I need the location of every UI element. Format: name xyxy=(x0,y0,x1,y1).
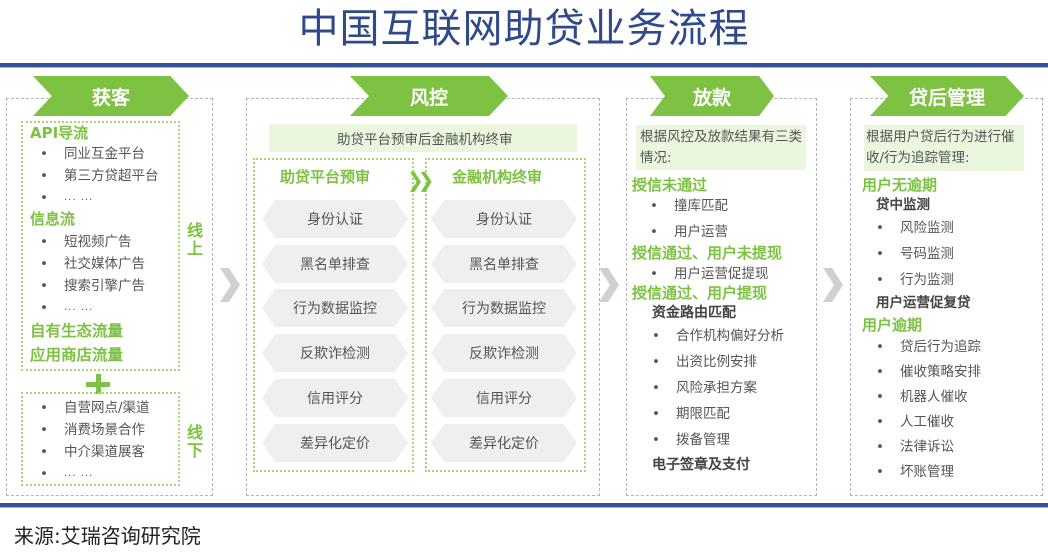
list-item: •第三方贷超平台 xyxy=(40,168,159,184)
online-channel-box xyxy=(21,121,180,371)
group-heading: 授信未通过 xyxy=(632,176,708,194)
stage-banner-acquisition: 获客 xyxy=(33,76,189,116)
stage-banner-postloan: 贷后管理 xyxy=(870,76,1024,116)
flow-chevron-icon xyxy=(599,268,619,302)
list-item: •... ... xyxy=(40,466,94,482)
list-item: •坏账管理 xyxy=(876,464,954,480)
offline-channel-list: •自营网点/渠道 •消费场景合作 •中介渠道展客 •... ... xyxy=(30,397,180,485)
footer-heading: 用户运营促复贷 xyxy=(876,295,971,311)
risk-step: 反欺诈检测 xyxy=(431,334,577,372)
postloan-note: 根据用户贷后行为进行催收/行为追踪管理: xyxy=(864,125,1024,171)
list-item: •撞库匹配 xyxy=(650,198,728,214)
list-item: •人工催收 xyxy=(876,414,954,430)
list-item: •合作机构偏好分析 xyxy=(652,328,784,344)
group-heading: 信息流 xyxy=(30,210,76,228)
platform-precheck-box xyxy=(253,158,414,472)
group-heading: 用户逾期 xyxy=(862,316,923,334)
risk-step: 黑名单排查 xyxy=(431,245,577,283)
plus-icon xyxy=(86,374,110,394)
risk-step: 身份认证 xyxy=(262,200,408,238)
stage-banner-lending: 放款 xyxy=(650,76,774,116)
flow-chevron-icon xyxy=(220,268,240,302)
list-item: •社交媒体广告 xyxy=(40,256,145,272)
list-item: •机器人催收 xyxy=(876,389,968,405)
column-heading: 金融机构终审 xyxy=(452,168,543,186)
risk-note: 助贷平台预审后金融机构终审 xyxy=(269,124,577,152)
list-item: •用户运营 xyxy=(650,224,728,240)
top-divider xyxy=(0,63,1048,68)
group-heading: 用户无逾期 xyxy=(862,176,938,194)
offline-label: 线下 xyxy=(186,423,203,460)
list-item: •行为监测 xyxy=(876,272,954,288)
list-item: •用户运营促提现 xyxy=(650,266,769,282)
postloan-content: 用户无逾期 贷中监测 •风险监测 •号码监测 •行为监测 用户运营促复贷 用户逾… xyxy=(862,175,1042,485)
list-item: •期限匹配 xyxy=(652,406,730,422)
list-item: •同业互金平台 xyxy=(40,146,145,162)
list-item: •催收策略安排 xyxy=(876,364,981,380)
list-item: •风险监测 xyxy=(876,220,954,236)
sub-heading: 贷中监测 xyxy=(876,197,930,213)
risk-step: 差异化定价 xyxy=(431,424,577,462)
risk-step: 信用评分 xyxy=(262,379,408,417)
stage-banner-risk: 风控 xyxy=(350,76,508,116)
list-item: •号码监测 xyxy=(876,246,954,262)
list-item: •出资比例安排 xyxy=(652,354,757,370)
group-heading: 授信通过、用户未提现 xyxy=(632,244,783,262)
online-label: 线上 xyxy=(186,221,203,258)
list-item: •拨备管理 xyxy=(652,432,730,448)
list-item: •法律诉讼 xyxy=(876,439,954,455)
list-item: •自营网点/渠道 xyxy=(40,400,150,416)
risk-step: 信用评分 xyxy=(431,379,577,417)
list-item: •短视频广告 xyxy=(40,234,132,250)
list-item: •... ... xyxy=(40,190,94,206)
list-item: •风险承担方案 xyxy=(652,380,757,396)
group-heading: 应用商店流量 xyxy=(30,346,124,364)
list-item: •搜索引擎广告 xyxy=(40,278,145,294)
bottom-divider xyxy=(0,503,1048,508)
footer-heading: 电子签章及支付 xyxy=(652,457,750,473)
group-heading: 授信通过、用户提现 xyxy=(632,284,768,302)
source-caption: 来源:艾瑞咨询研究院 xyxy=(14,524,201,548)
double-chevron-icon: ❯❯ xyxy=(407,168,434,192)
flow-chevron-icon xyxy=(823,268,843,302)
risk-step: 差异化定价 xyxy=(262,424,408,462)
column-heading: 助贷平台预审 xyxy=(280,168,371,186)
group-heading: API导流 xyxy=(30,124,89,142)
risk-step: 行为数据监控 xyxy=(431,289,577,327)
risk-step: 行为数据监控 xyxy=(262,289,408,327)
online-channel-list: API导流 •同业互金平台 •第三方贷超平台 •... ... 信息流 •短视频… xyxy=(30,123,180,367)
risk-step: 黑名单排查 xyxy=(262,245,408,283)
lending-note: 根据风控及放款结果有三类情况: xyxy=(636,125,806,170)
page-title: 中国互联网助贷业务流程 xyxy=(298,6,750,52)
institution-final-box xyxy=(425,158,586,472)
list-item: •中介渠道展客 xyxy=(40,444,145,460)
sub-heading: 资金路由匹配 xyxy=(652,305,736,321)
list-item: •... ... xyxy=(40,300,94,316)
group-heading: 自有生态流量 xyxy=(30,322,124,340)
list-item: •消费场景合作 xyxy=(40,422,145,438)
offline-channel-box xyxy=(21,392,180,486)
lending-content: 授信未通过 •撞库匹配 •用户运营 授信通过、用户未提现 •用户运营促提现 授信… xyxy=(632,175,817,475)
risk-step: 反欺诈检测 xyxy=(262,334,408,372)
list-item: •贷后行为追踪 xyxy=(876,339,981,355)
risk-step: 身份认证 xyxy=(431,200,577,238)
